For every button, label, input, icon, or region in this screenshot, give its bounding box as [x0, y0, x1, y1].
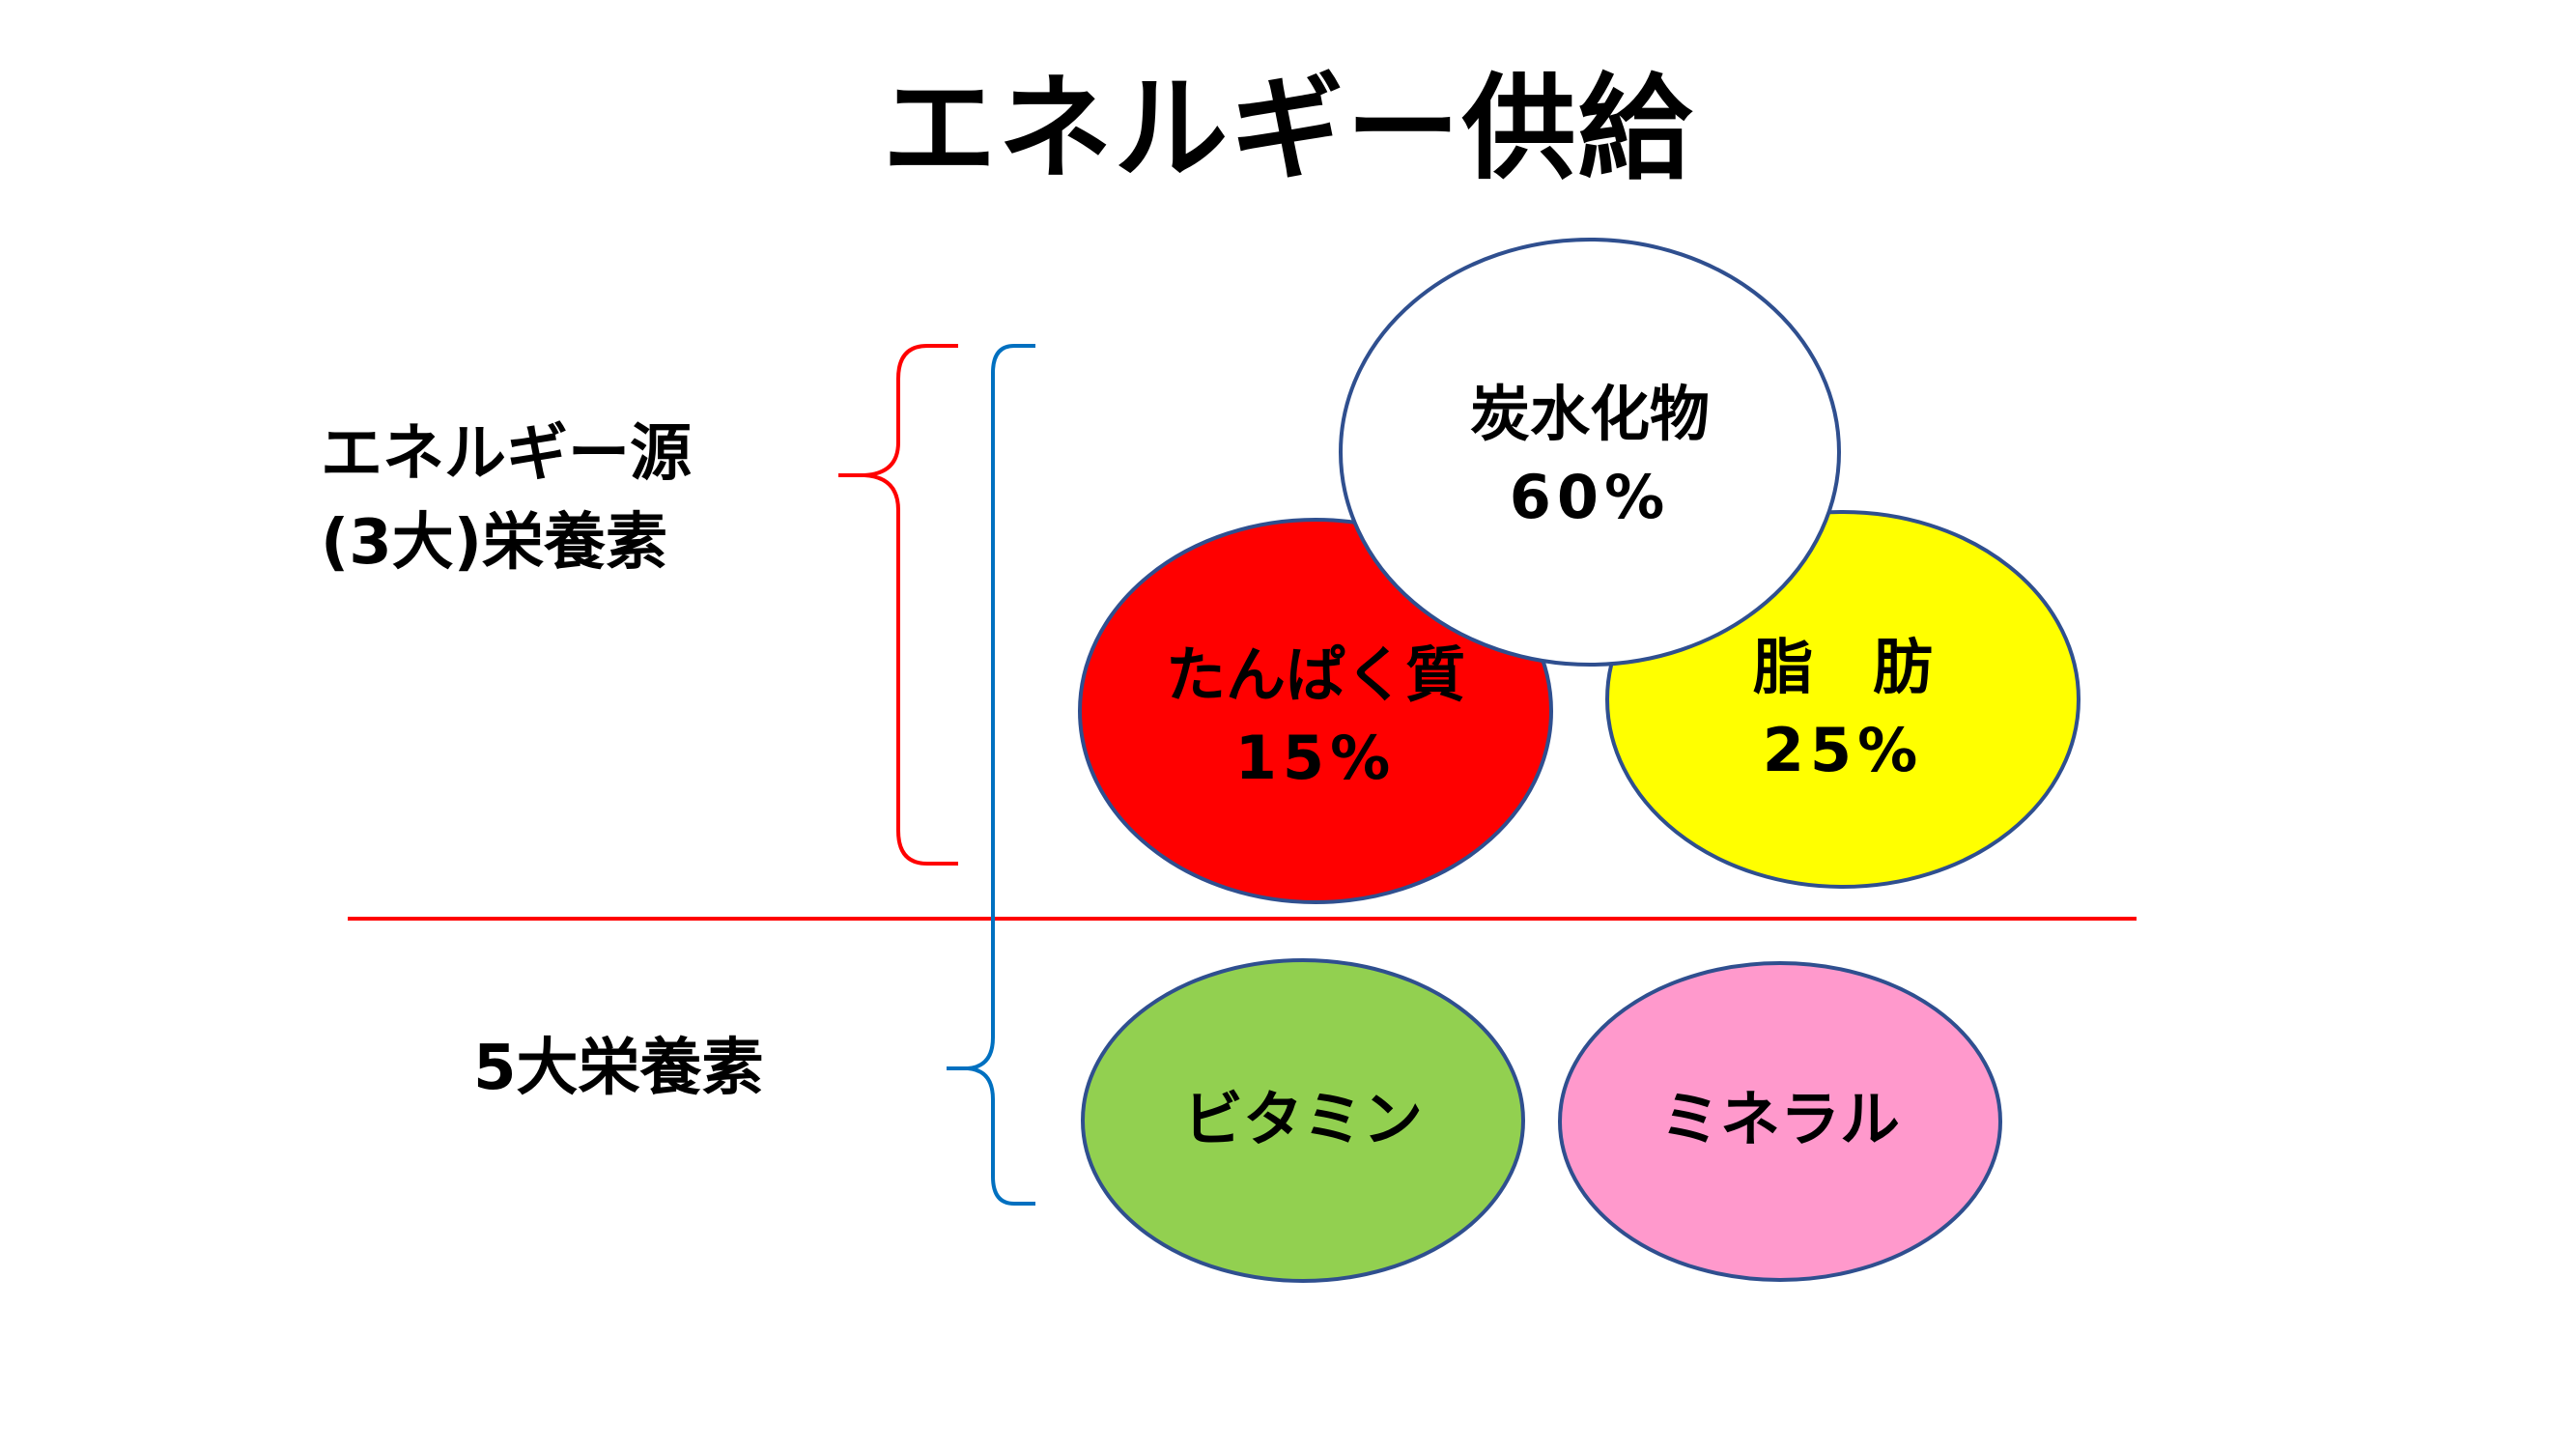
- five-nutrients-bracket: [947, 344, 1035, 1206]
- fat-name: 脂 肪: [1752, 632, 1933, 702]
- vitamin-text: ビタミン: [1110, 1078, 1496, 1161]
- fat-text: 脂 肪 25%: [1650, 626, 2036, 792]
- fat-percent: 25%: [1762, 715, 1924, 785]
- carbohydrate-circle: [1339, 238, 1841, 667]
- protein-percent: 15%: [1234, 723, 1397, 793]
- protein-name: たんぱく質: [1165, 639, 1465, 710]
- carbohydrate-text: 炭水化物 60%: [1397, 373, 1783, 539]
- mineral-text: ミネラル: [1587, 1078, 1973, 1161]
- carbohydrate-name: 炭水化物: [1469, 379, 1710, 449]
- slide-title: エネルギー供給: [882, 62, 1694, 195]
- mineral-circle: [1558, 961, 2002, 1282]
- protein-text: たんぱく質 15%: [1122, 634, 1509, 800]
- carbohydrate-percent: 60%: [1509, 462, 1671, 532]
- mineral-name: ミネラル: [1659, 1084, 1900, 1154]
- vitamin-name: ビタミン: [1182, 1084, 1423, 1154]
- vitamin-circle: [1081, 958, 1525, 1283]
- five-nutrients-label: 5大栄養素: [473, 1033, 764, 1104]
- energy-source-label: エネルギー源 (3大)栄養素: [321, 410, 692, 587]
- energy-source-bracket: [838, 344, 958, 866]
- energy-source-label-line2: (3大)栄養素: [321, 507, 668, 579]
- energy-source-label-line1: エネルギー源: [321, 418, 692, 490]
